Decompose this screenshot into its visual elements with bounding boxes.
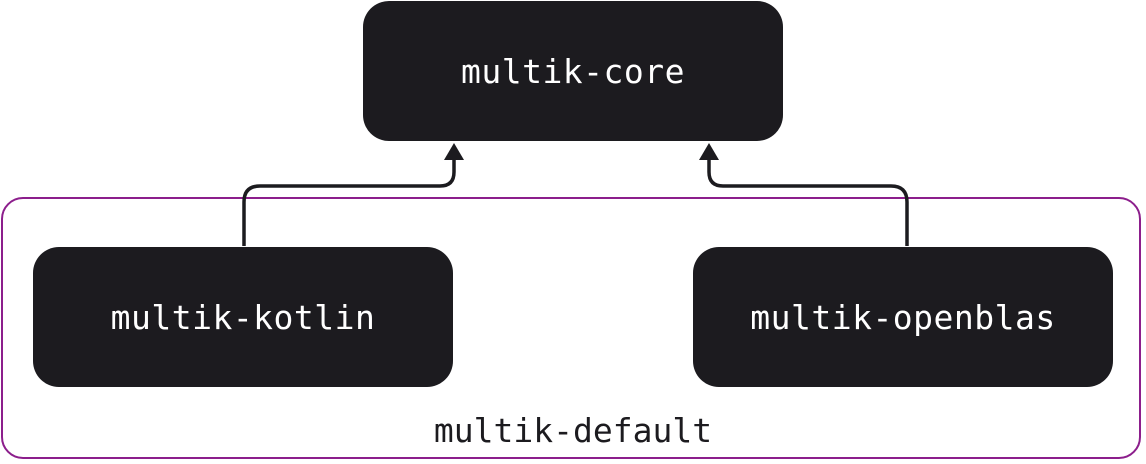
arrowhead-core-left <box>444 143 464 160</box>
node-label: multik-kotlin <box>110 297 376 337</box>
edge-kotlin-to-core <box>242 152 456 246</box>
group-multik-default <box>1 197 1141 459</box>
node-label: multik-openblas <box>750 297 1056 337</box>
edge-openblas-to-core <box>707 152 909 246</box>
node-multik-kotlin: multik-kotlin <box>33 247 453 387</box>
node-label: multik-core <box>460 51 686 91</box>
node-multik-core: multik-core <box>363 1 783 141</box>
arrowhead-core-right <box>699 143 719 160</box>
group-label: multik-default <box>433 411 713 450</box>
node-multik-openblas: multik-openblas <box>693 247 1113 387</box>
